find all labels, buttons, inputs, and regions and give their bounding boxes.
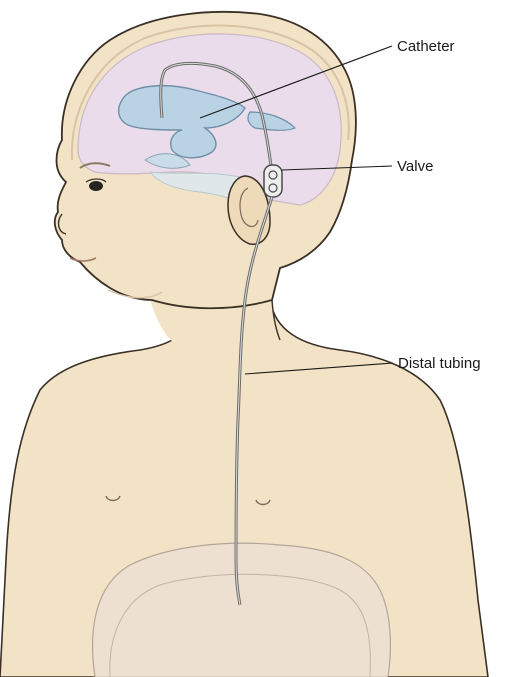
catheter-label: Catheter: [397, 38, 455, 55]
distal-tubing-label: Distal tubing: [398, 355, 481, 372]
abdomen-outline: [93, 543, 391, 677]
valve-label: Valve: [397, 158, 433, 175]
eye: [89, 181, 103, 191]
